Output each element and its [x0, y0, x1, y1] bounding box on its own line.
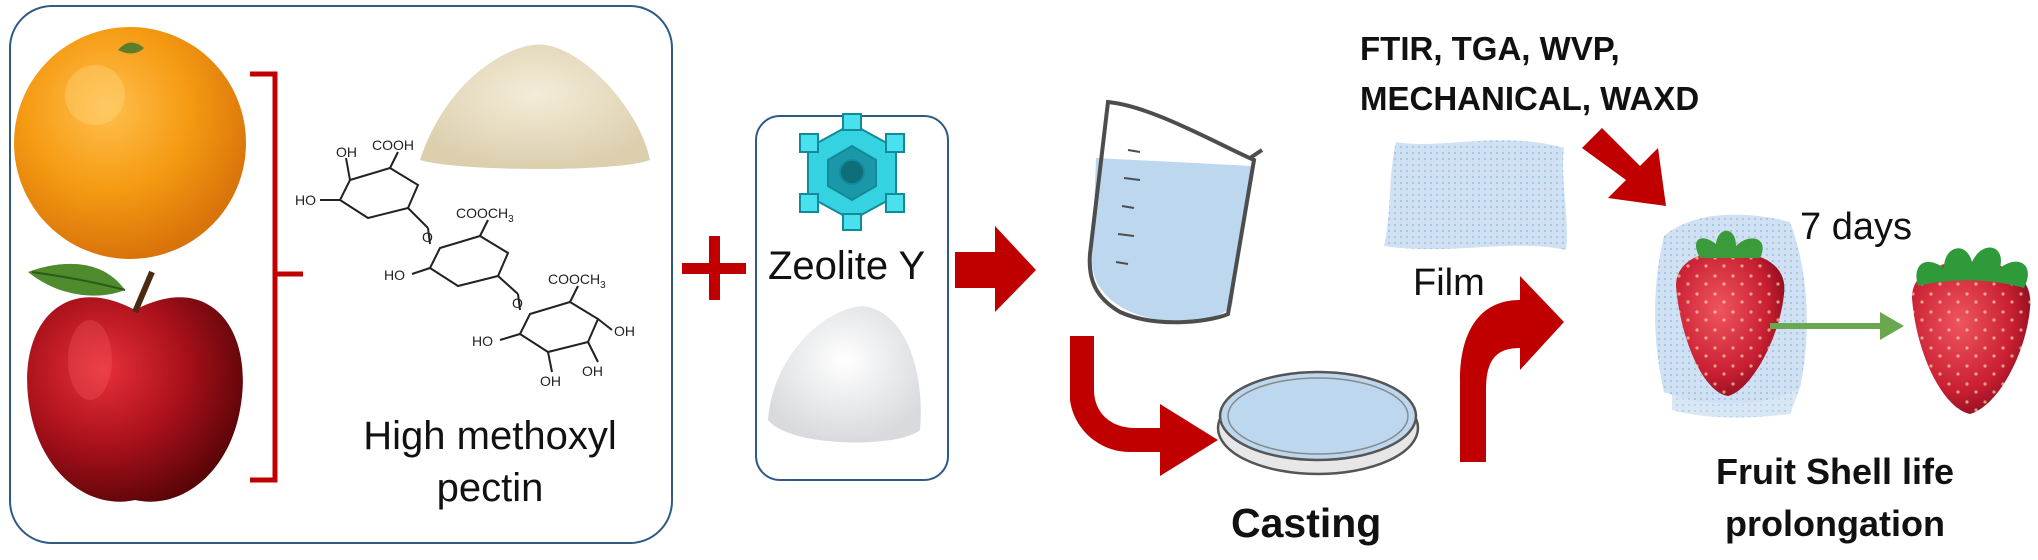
chem-o-1: O — [422, 229, 433, 245]
zeolite-structure-icon — [799, 113, 905, 231]
coated-strawberry-icon — [1655, 214, 1807, 418]
film-sheet-icon — [1384, 140, 1567, 250]
chem-ho-3: HO — [472, 333, 493, 349]
tests-line-1: FTIR, TGA, WVP, — [1360, 30, 1620, 67]
chem-ho-1: HO — [295, 192, 316, 208]
pectin-powder-icon — [420, 44, 650, 169]
arrow-to-casting — [1070, 336, 1218, 476]
chem-oh-4: OH — [540, 373, 561, 389]
beaker-icon — [1087, 99, 1264, 325]
arrow-to-film — [1460, 276, 1564, 462]
arrow-to-beaker — [955, 226, 1036, 312]
source-bracket — [250, 71, 303, 483]
zeolite-powder-icon — [768, 306, 921, 443]
pectin-label: High methoxyl pectin — [363, 414, 617, 510]
plus-sign — [682, 236, 746, 300]
arrow-to-fruit — [1582, 128, 1666, 206]
chem-oh-3: OH — [582, 363, 603, 379]
characterization-tests: FTIR, TGA, WVP, MECHANICAL, WAXD — [1360, 24, 1780, 124]
strawberry-icon — [1912, 247, 2031, 414]
chem-cooh: COOH — [372, 137, 414, 153]
chem-ho-2: HO — [384, 267, 405, 283]
film-label: Film — [1413, 262, 1485, 304]
petri-dish-icon — [1216, 370, 1420, 476]
orange-icon — [14, 27, 246, 259]
seven-day-arrow — [1770, 312, 1904, 340]
pectin-molecule-icon — [320, 151, 613, 373]
raw-materials-box — [9, 5, 673, 544]
chem-oh-2: OH — [614, 323, 635, 339]
chem-oh-1: OH — [336, 144, 357, 160]
zeolite-label: Zeolite Y — [768, 244, 926, 288]
apple-icon — [27, 263, 243, 502]
days-label: 7 days — [1800, 206, 1912, 248]
casting-label: Casting — [1231, 500, 1382, 546]
fruit-shelf-life-label: Fruit Shell life prolongation — [1715, 451, 1955, 544]
chem-cooch3-2: COOCH3 — [548, 271, 606, 291]
chem-cooch3-1: COOCH3 — [456, 205, 514, 225]
chem-o-2: O — [512, 295, 523, 311]
tests-line-2: MECHANICAL, WAXD — [1360, 80, 1700, 117]
